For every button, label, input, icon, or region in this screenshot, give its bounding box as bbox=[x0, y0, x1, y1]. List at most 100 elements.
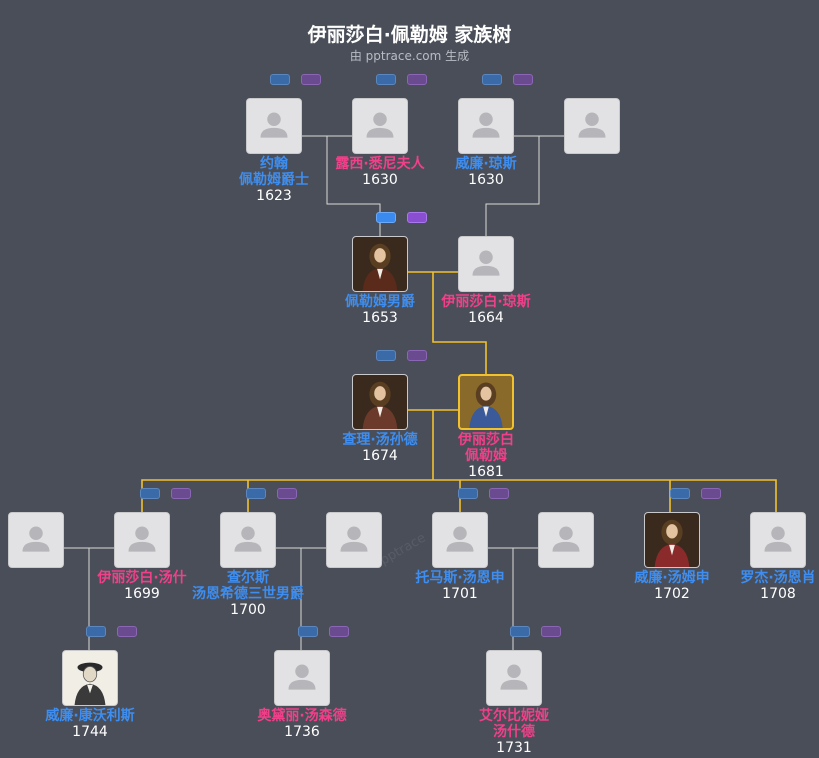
expand-up-icon[interactable] bbox=[86, 626, 106, 637]
person-silhouette-icon bbox=[487, 651, 541, 705]
person-birth-year: 1674 bbox=[362, 448, 398, 464]
person-card[interactable] bbox=[274, 650, 330, 706]
expand-down-icon[interactable] bbox=[329, 626, 349, 637]
person-name: 查理·汤孙德 bbox=[342, 432, 418, 448]
page-title: 伊丽莎白·佩勒姆 家族树 bbox=[307, 24, 512, 46]
expand-down-icon[interactable] bbox=[117, 626, 137, 637]
expand-down-icon[interactable] bbox=[301, 74, 321, 85]
expand-up-icon[interactable] bbox=[458, 488, 478, 499]
expand-up-icon[interactable] bbox=[510, 626, 530, 637]
expand-down-icon[interactable] bbox=[701, 488, 721, 499]
person-silhouette-icon bbox=[275, 651, 329, 705]
person-name: 艾尔比妮娅 bbox=[479, 708, 549, 724]
person-name: 露西·悉尼夫人 bbox=[335, 156, 425, 172]
person-silhouette-icon bbox=[353, 99, 407, 153]
person-silhouette-icon bbox=[751, 513, 805, 567]
person-silhouette-icon bbox=[115, 513, 169, 567]
person-silhouette-icon bbox=[459, 237, 513, 291]
expand-down-icon[interactable] bbox=[277, 488, 297, 499]
person-name: 奥黛丽·汤森德 bbox=[257, 708, 347, 724]
person-card[interactable] bbox=[750, 512, 806, 568]
person-name: 威廉·琼斯 bbox=[455, 156, 517, 172]
person-silhouette-icon bbox=[247, 99, 301, 153]
person-birth-year: 1708 bbox=[760, 586, 796, 602]
person-card[interactable] bbox=[352, 236, 408, 292]
person-name: 威廉·康沃利斯 bbox=[45, 708, 135, 724]
person-card[interactable] bbox=[644, 512, 700, 568]
person-card[interactable] bbox=[352, 98, 408, 154]
person-birth-year: 1701 bbox=[442, 586, 478, 602]
person-name: 佩勒姆男爵 bbox=[345, 294, 415, 310]
person-name: 罗杰·汤恩肖 bbox=[740, 570, 816, 586]
person-card[interactable] bbox=[458, 236, 514, 292]
person-name: 约翰 bbox=[260, 156, 288, 172]
person-name: 佩勒姆爵士 bbox=[239, 172, 309, 188]
person-card[interactable] bbox=[62, 650, 118, 706]
person-birth-year: 1630 bbox=[362, 172, 398, 188]
person-card[interactable] bbox=[538, 512, 594, 568]
person-birth-year: 1702 bbox=[654, 586, 690, 602]
person-card[interactable] bbox=[432, 512, 488, 568]
person-silhouette-icon bbox=[327, 513, 381, 567]
person-card[interactable] bbox=[246, 98, 302, 154]
expand-up-icon[interactable] bbox=[376, 74, 396, 85]
person-birth-year: 1653 bbox=[362, 310, 398, 326]
expand-up-icon[interactable] bbox=[270, 74, 290, 85]
person-silhouette-icon bbox=[9, 513, 63, 567]
person-card[interactable] bbox=[564, 98, 620, 154]
expand-up-icon[interactable] bbox=[298, 626, 318, 637]
person-birth-year: 1699 bbox=[124, 586, 160, 602]
expand-down-icon[interactable] bbox=[541, 626, 561, 637]
expand-down-icon[interactable] bbox=[407, 350, 427, 361]
person-name: 托马斯·汤恩申 bbox=[415, 570, 505, 586]
person-card[interactable] bbox=[352, 374, 408, 430]
expand-up-icon[interactable] bbox=[376, 350, 396, 361]
person-name: 伊丽莎白 bbox=[458, 432, 514, 448]
expand-down-icon[interactable] bbox=[513, 74, 533, 85]
person-card-selected[interactable] bbox=[458, 374, 514, 430]
person-card[interactable] bbox=[458, 98, 514, 154]
person-card[interactable] bbox=[114, 512, 170, 568]
person-name: 查尔斯 bbox=[227, 570, 269, 586]
person-card[interactable] bbox=[220, 512, 276, 568]
person-card[interactable] bbox=[326, 512, 382, 568]
expand-down-icon[interactable] bbox=[407, 74, 427, 85]
person-name: 伊丽莎白·汤什 bbox=[97, 570, 187, 586]
expand-up-icon[interactable] bbox=[482, 74, 502, 85]
person-card[interactable] bbox=[486, 650, 542, 706]
person-silhouette-icon bbox=[539, 513, 593, 567]
person-silhouette-icon bbox=[565, 99, 619, 153]
person-name: 佩勒姆 bbox=[465, 448, 507, 464]
person-birth-year: 1623 bbox=[256, 188, 292, 204]
expand-up-icon[interactable] bbox=[140, 488, 160, 499]
portrait-photo-icon bbox=[353, 237, 407, 291]
expand-up-icon[interactable] bbox=[376, 212, 396, 223]
person-card[interactable] bbox=[8, 512, 64, 568]
expand-down-icon[interactable] bbox=[171, 488, 191, 499]
expand-up-icon[interactable] bbox=[246, 488, 266, 499]
portrait-sketch-icon bbox=[63, 651, 117, 705]
expand-down-icon[interactable] bbox=[407, 212, 427, 223]
expand-up-icon[interactable] bbox=[670, 488, 690, 499]
portrait-photo-icon bbox=[460, 376, 512, 428]
person-birth-year: 1736 bbox=[284, 724, 320, 740]
expand-down-icon[interactable] bbox=[489, 488, 509, 499]
person-silhouette-icon bbox=[221, 513, 275, 567]
person-name: 伊丽莎白·琼斯 bbox=[441, 294, 531, 310]
